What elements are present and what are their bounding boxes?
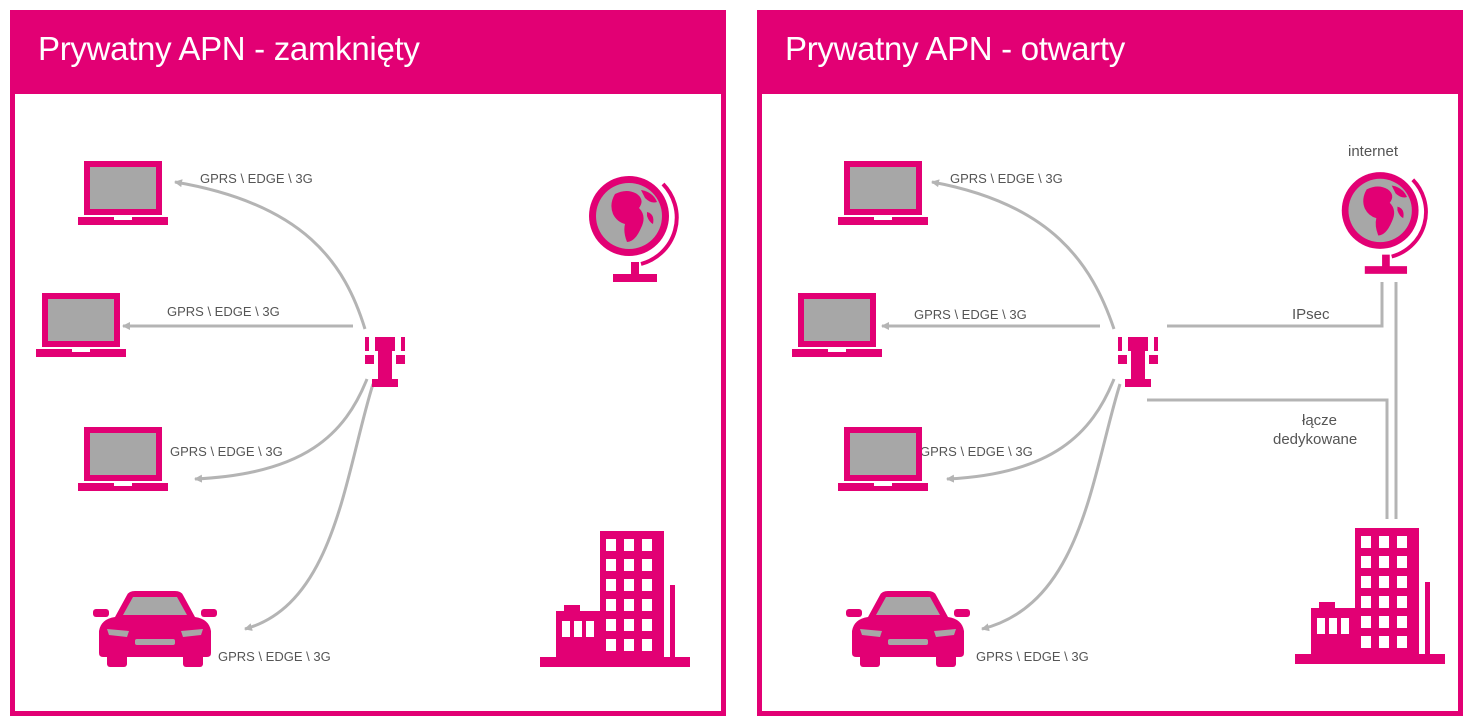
link-label-1: GPRS \ EDGE \ 3G	[950, 171, 1063, 186]
link-label-2: GPRS \ EDGE \ 3G	[914, 307, 1027, 322]
car-icon	[846, 591, 970, 667]
telekom-t-icon	[1118, 337, 1158, 387]
panel-title: Prywatny APN - otwarty	[785, 30, 1125, 67]
laptop-icon	[78, 427, 168, 491]
building-icon	[1295, 528, 1445, 664]
car-icon	[93, 591, 217, 667]
link-label-4: GPRS \ EDGE \ 3G	[976, 649, 1089, 664]
link-car	[244, 383, 375, 631]
dedicated-label-line2: dedykowane	[1273, 431, 1357, 448]
globe-icon	[587, 174, 679, 284]
building-icon	[540, 531, 690, 667]
link-label-1: GPRS \ EDGE \ 3G	[200, 171, 313, 186]
link-label-4: GPRS \ EDGE \ 3G	[218, 649, 331, 664]
link-dedicated	[1147, 398, 1389, 519]
telekom-t-icon	[365, 337, 405, 387]
panel-title: Prywatny APN - zamknięty	[38, 30, 420, 67]
ipsec-label: IPsec	[1292, 306, 1330, 323]
laptop-icon	[36, 293, 126, 357]
panel-body: GPRS \ EDGE \ 3G GPRS \ EDGE \ 3G GPRS \…	[762, 94, 1458, 711]
link-label-2: GPRS \ EDGE \ 3G	[167, 304, 280, 319]
panel-closed-apn: Prywatny APN - zamknięty GPRS \ EDGE \ 3…	[10, 10, 726, 716]
laptop-icon	[838, 427, 928, 491]
panel-open-apn: Prywatny APN - otwarty GPRS \ EDGE \ 3G …	[757, 10, 1463, 716]
link-car	[981, 383, 1122, 632]
laptop-icon	[78, 161, 168, 225]
link-label-3: GPRS \ EDGE \ 3G	[920, 444, 1033, 459]
internet-label: internet	[1348, 143, 1399, 160]
link-ipsec	[1167, 282, 1384, 328]
diagram-closed-apn: GPRS \ EDGE \ 3G GPRS \ EDGE \ 3G GPRS \…	[36, 161, 690, 667]
globe-icon	[1339, 170, 1428, 276]
link-laptop-3	[194, 378, 369, 483]
laptop-icon	[838, 161, 928, 225]
panel-body: GPRS \ EDGE \ 3G GPRS \ EDGE \ 3G GPRS \…	[15, 94, 721, 711]
link-laptop-1	[931, 179, 1116, 330]
link-label-3: GPRS \ EDGE \ 3G	[170, 444, 283, 459]
link-laptop-3	[946, 378, 1116, 483]
diagram-open-apn: GPRS \ EDGE \ 3G GPRS \ EDGE \ 3G GPRS \…	[792, 143, 1445, 667]
dedicated-label-line1: łącze	[1302, 412, 1337, 429]
link-laptop-1	[174, 179, 367, 330]
laptop-icon	[792, 293, 882, 357]
